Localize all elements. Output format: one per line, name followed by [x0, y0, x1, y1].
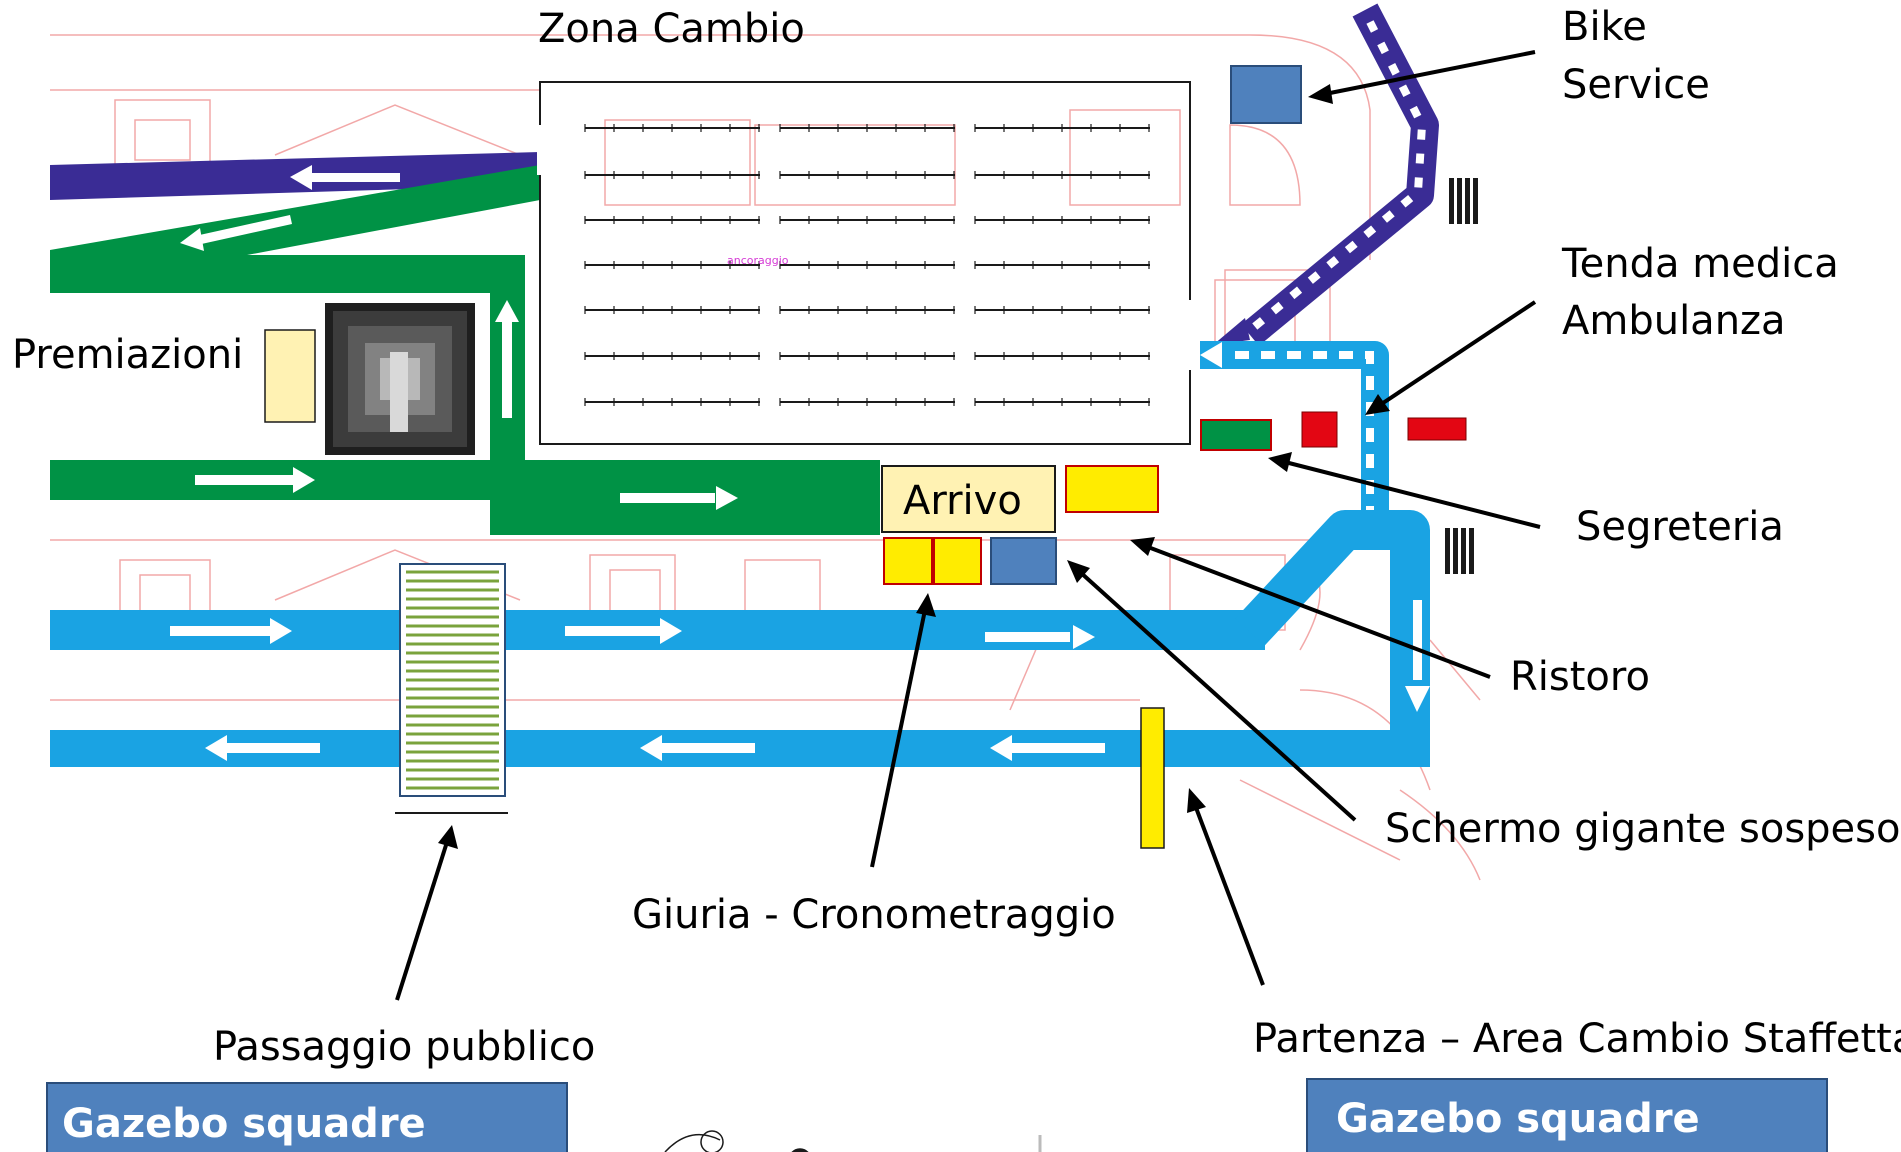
- giuria-box-2: [933, 537, 982, 585]
- giuria-box-1: [883, 537, 933, 585]
- partenza-box: [1140, 707, 1165, 849]
- arrow-left-blue-3: [990, 735, 1105, 761]
- gazebo-right-label: Gazebo squadre: [1336, 1096, 1700, 1142]
- direction-arrows: [170, 165, 1430, 761]
- facilities: [881, 65, 1467, 849]
- ambulanza-box: [1407, 417, 1467, 441]
- arrow-right-blue-2: [565, 618, 682, 644]
- arrow-down-blue: [1405, 600, 1430, 712]
- arrow-left-blue-2: [640, 735, 755, 761]
- arrow-left-blue-1: [205, 735, 320, 761]
- arrow-up-green: [495, 300, 519, 418]
- label-premiazioni: Premiazioni: [12, 332, 243, 378]
- segreteria-box: [1200, 419, 1272, 451]
- gazebo-left: Gazebo squadre: [46, 1082, 568, 1152]
- label-ristoro: Ristoro: [1510, 654, 1650, 700]
- bike-rack-lines: [584, 124, 1150, 406]
- label-bike-service-line1: Bike: [1562, 4, 1647, 50]
- cyclist-icon: [664, 1130, 1042, 1152]
- label-tenda-medica-line2: Ambulanza: [1562, 298, 1786, 344]
- arrow-left-dark-blue: [290, 165, 400, 190]
- arrow-right-blue-1: [170, 618, 292, 644]
- label-bike-service-line2: Service: [1562, 62, 1710, 108]
- ristoro-box: [1065, 465, 1159, 513]
- arrow-right-green-left: [195, 467, 315, 493]
- label-passaggio: Passaggio pubblico: [213, 1024, 595, 1070]
- tenda-medica-box: [1301, 411, 1338, 448]
- arrivo-box: [881, 465, 1056, 533]
- premiazioni-stage: [264, 303, 475, 455]
- label-ancoraggio: ancoraggio: [727, 254, 789, 267]
- schermo-box: [990, 537, 1057, 585]
- label-zona-cambio: Zona Cambio: [538, 6, 805, 52]
- bar-markers: [1445, 178, 1478, 574]
- zona-cambio-area: [537, 81, 1193, 445]
- gazebo-left-label: Gazebo squadre: [62, 1101, 426, 1147]
- green-route: [50, 165, 880, 535]
- label-giuria: Giuria - Cronometraggio: [632, 892, 1116, 938]
- labels: Zona Cambio Bike Service Tenda medica Am…: [12, 4, 1901, 1070]
- label-segreteria: Segreteria: [1576, 504, 1784, 550]
- arrow-left-green-top: [180, 215, 292, 251]
- label-partenza: Partenza – Area Cambio Staffetta: [1253, 1016, 1901, 1062]
- bike-service-box: [1230, 65, 1302, 124]
- label-tenda-medica-line1: Tenda medica: [1561, 241, 1839, 287]
- arrow-right-blue-3: [985, 625, 1095, 649]
- public-crossing: [395, 563, 508, 814]
- label-schermo: Schermo gigante sospeso: [1385, 806, 1900, 852]
- arrow-right-green-mid: [620, 486, 738, 510]
- label-arrivo: Arrivo: [903, 478, 1022, 524]
- dark-blue-route: [50, 3, 1439, 346]
- callout-arrows: [395, 50, 1541, 1001]
- gazebo-right: Gazebo squadre: [1306, 1078, 1828, 1152]
